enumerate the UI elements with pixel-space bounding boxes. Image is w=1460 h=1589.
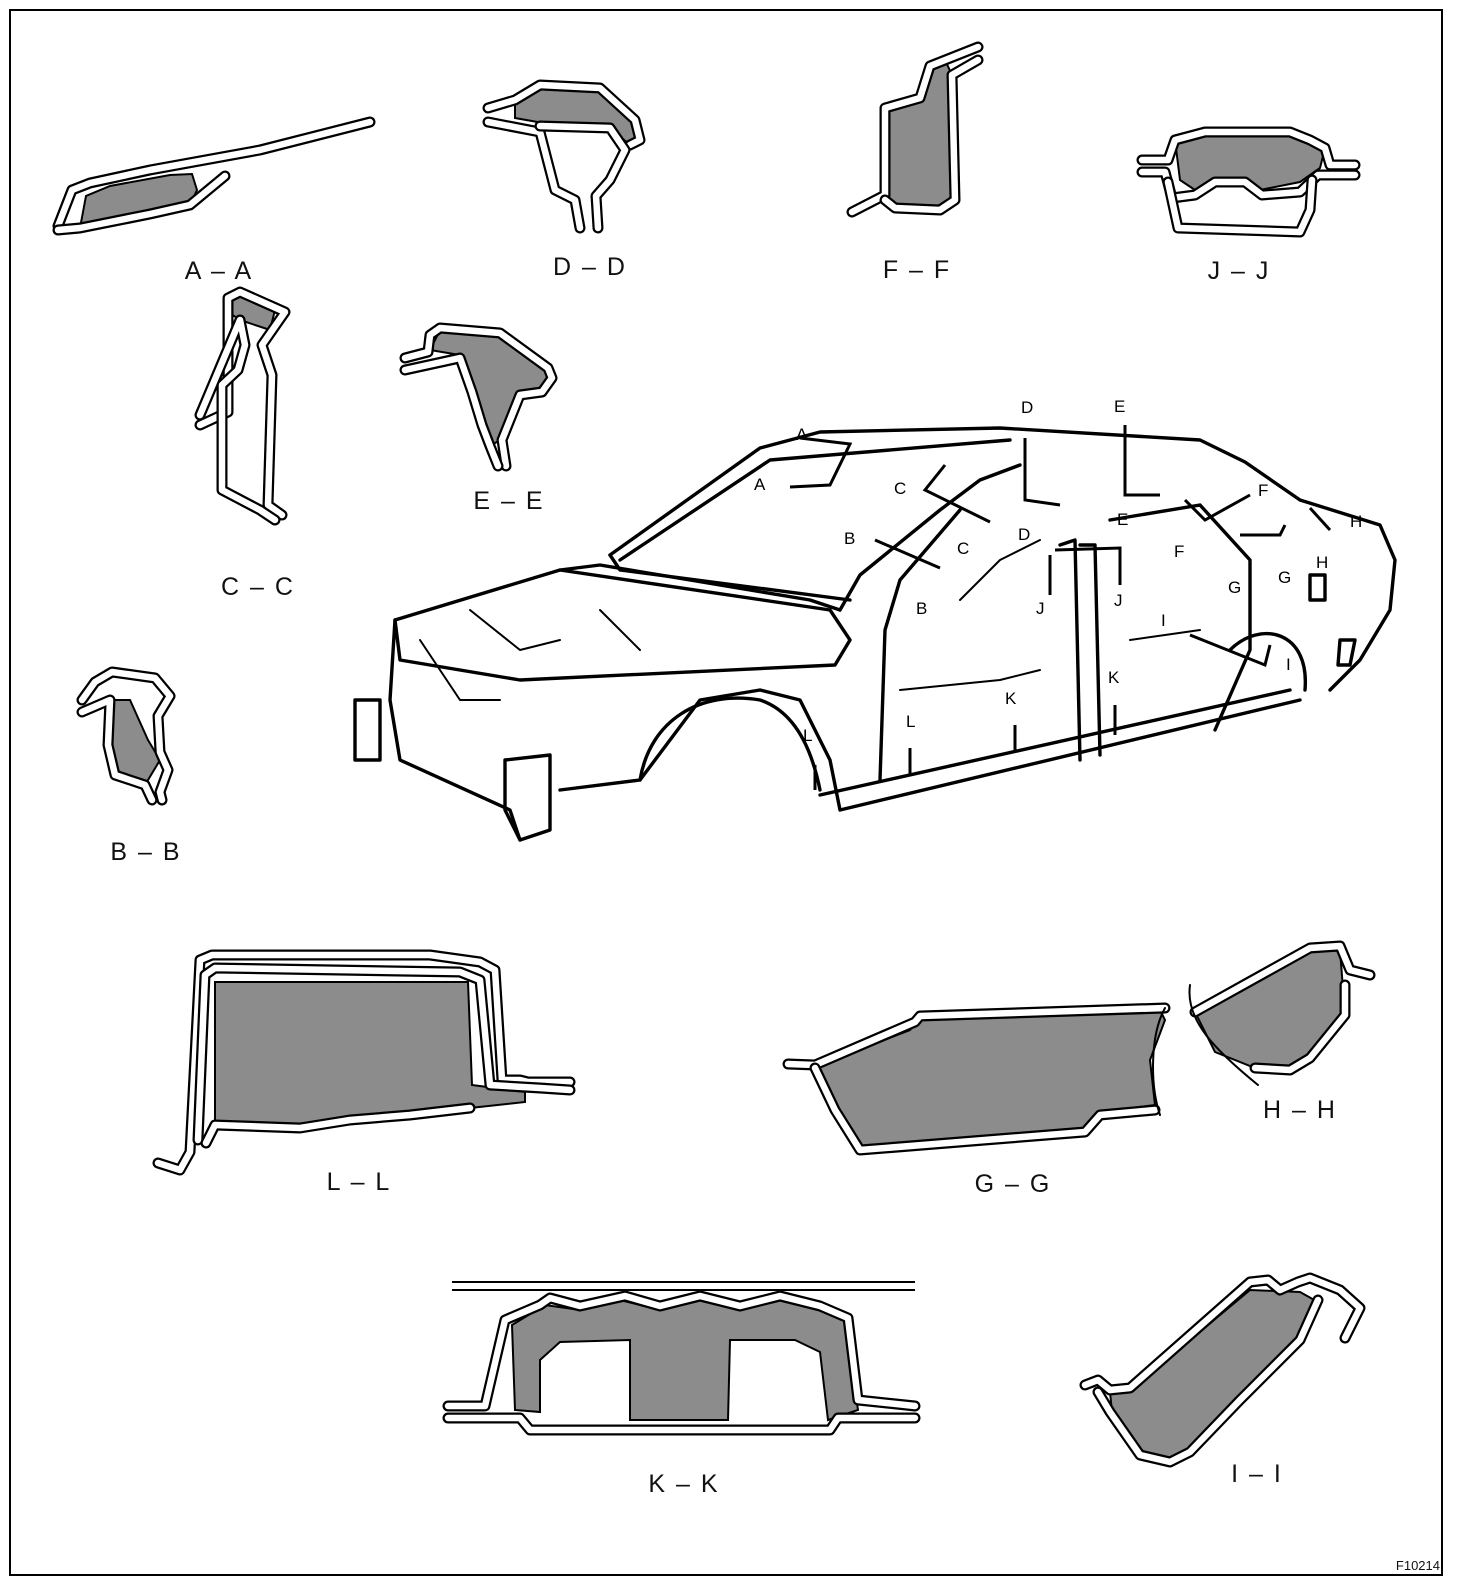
section-label-kk: K – K (648, 1470, 720, 1498)
car-callout-letter: I (1286, 655, 1291, 674)
car-callout-letter: I (1161, 611, 1166, 630)
section-label-aa: A – A (184, 257, 254, 285)
section-ll-drawing (152, 949, 576, 1176)
section-dd-drawing (482, 79, 646, 234)
car-callout-letter: J (1036, 599, 1045, 618)
section-label-ee: E – E (473, 487, 545, 515)
car-callout-letter: E (1114, 397, 1125, 416)
section-bb-drawing (76, 666, 176, 806)
figure-border (9, 9, 1443, 1576)
car-callout-letter: H (1350, 512, 1362, 531)
car-callout-letter: G (1278, 568, 1291, 587)
car-callout-letter: A (754, 475, 766, 494)
section-cc-drawing (194, 286, 291, 526)
section-label-bb: B – B (110, 838, 182, 866)
car-callout-letter: C (894, 479, 906, 498)
section-label-dd: D – D (553, 253, 627, 281)
section-jj-drawing (1136, 126, 1361, 238)
car-callout-letter: G (1228, 578, 1241, 597)
car-callout-letter: H (1316, 553, 1328, 572)
car-callout-letter: K (1005, 689, 1017, 708)
car-callout-letter: F (1174, 542, 1184, 561)
section-ii-drawing (1079, 1272, 1366, 1468)
section-label-cc: C – C (221, 573, 295, 601)
car-callout-letter: A (796, 425, 808, 444)
car-callout-letter: D (1018, 525, 1030, 544)
car-callout-letter: D (1021, 398, 1033, 417)
car-callout-letter: J (1114, 591, 1123, 610)
car-callout-letter: B (916, 599, 927, 618)
section-aa-drawing (52, 116, 376, 236)
car-body-drawing: A A B B C C D D E E F F G G H H I I J J … (353, 397, 1397, 842)
car-callout-letter: K (1108, 668, 1120, 687)
car-callout-letter: L (803, 726, 812, 745)
car-callout-letter: E (1117, 510, 1128, 529)
section-kk-drawing (442, 1281, 921, 1436)
section-label-ff: F – F (882, 256, 952, 284)
section-label-jj: J – J (1207, 257, 1271, 285)
section-hh-drawing (1188, 940, 1376, 1086)
section-ff-drawing (846, 41, 984, 218)
section-label-ll: L – L (326, 1168, 392, 1196)
car-callout-letter: L (906, 712, 915, 731)
car-callout-letter: B (844, 529, 855, 548)
figure-id: F10214 (1395, 1558, 1440, 1573)
section-ee-drawing (399, 322, 558, 472)
car-callout-letter: F (1258, 481, 1268, 500)
section-gg-drawing (782, 1002, 1171, 1156)
section-label-ii: I – I (1231, 1460, 1283, 1488)
car-callout-letter: C (957, 539, 969, 558)
section-label-hh: H – H (1263, 1096, 1337, 1124)
section-label-gg: G – G (974, 1170, 1052, 1198)
